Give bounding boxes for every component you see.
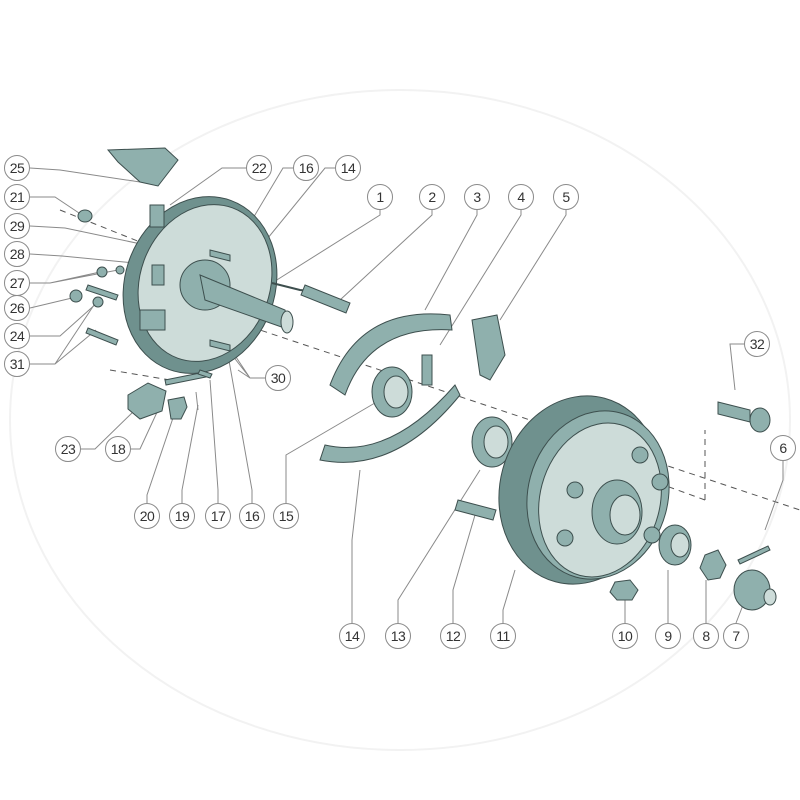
part-19-pin (195, 391, 199, 411)
part-14-brake-shoe (319, 384, 461, 463)
callout-25: 25 (4, 155, 30, 181)
callout-13: 13 (385, 623, 411, 649)
part-10-nut (609, 579, 639, 601)
part-17-clip (197, 369, 213, 379)
callout-19: 19 (169, 503, 195, 529)
callout-26: 26 (4, 295, 30, 321)
part-32-grease-fitting (717, 401, 771, 433)
callout-14: 14 (339, 623, 365, 649)
callout-20: 20 (134, 503, 160, 529)
callout-5: 5 (553, 184, 579, 210)
backing-plate (122, 196, 294, 374)
callout-27: 27 (4, 270, 30, 296)
callout-4: 4 (508, 184, 534, 210)
callout-30: 30 (265, 365, 291, 391)
background-ring (9, 89, 791, 751)
callout-28: 28 (4, 241, 30, 267)
part-3-brake-shoe (329, 313, 453, 396)
callout-24: 24 (4, 323, 30, 349)
callout-12: 12 (440, 623, 466, 649)
part-4-springs (421, 354, 433, 386)
part-25-wedge (106, 147, 179, 187)
leader-lines (29, 167, 784, 624)
callout-22: 22 (246, 155, 272, 181)
part-20-pin (167, 396, 188, 420)
part-15-bearing (371, 366, 413, 418)
callout-32: 32 (744, 331, 770, 357)
callout-14: 14 (335, 155, 361, 181)
callout-9: 9 (655, 623, 681, 649)
part-12-stud (454, 499, 497, 521)
callout-31: 31 (4, 351, 30, 377)
part-13-bearing (471, 416, 513, 468)
callout-7: 7 (723, 623, 749, 649)
callout-6: 6 (770, 435, 796, 461)
callout-2: 2 (419, 184, 445, 210)
part-6-cotter-pin (737, 545, 771, 565)
callout-21: 21 (4, 184, 30, 210)
callout-29: 29 (4, 213, 30, 239)
callout-16: 16 (293, 155, 319, 181)
part-11-hub-drum (498, 395, 670, 585)
axis-line-23 (109, 369, 171, 381)
callout-15: 15 (273, 503, 299, 529)
small-fasteners (69, 265, 125, 346)
callout-3: 3 (464, 184, 490, 210)
part-5-adjuster (471, 314, 506, 381)
callout-18: 18 (105, 436, 131, 462)
callout-11: 11 (490, 623, 516, 649)
part-1-lever (300, 284, 351, 314)
callout-17: 17 (205, 503, 231, 529)
part-9-bearing (658, 524, 692, 566)
callout-10: 10 (612, 623, 638, 649)
callout-23: 23 (55, 436, 81, 462)
callout-16: 16 (239, 503, 265, 529)
part-23-bracket (127, 382, 167, 420)
part-21-nut (77, 209, 93, 223)
part-8-castle-nut (699, 549, 727, 581)
callout-1: 1 (367, 184, 393, 210)
part-7-dust-cap (733, 569, 777, 611)
callout-8: 8 (693, 623, 719, 649)
